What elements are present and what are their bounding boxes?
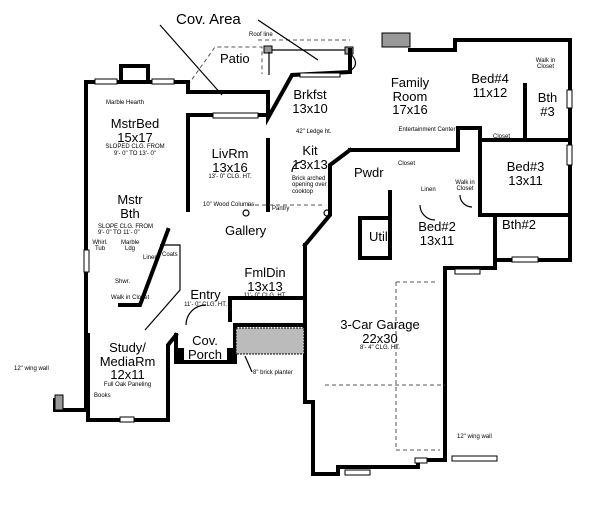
room-name: LivRm bbox=[211, 146, 249, 161]
room-name: MediaRm bbox=[99, 353, 156, 369]
books-label: Books bbox=[94, 393, 111, 399]
room-name: 3-Car Garage bbox=[340, 317, 420, 332]
room-bed2: Bed#2 13x11 bbox=[412, 220, 462, 247]
room-size: 13x16 bbox=[212, 159, 248, 175]
wing-wall-left-label: 12" wing wall bbox=[14, 366, 49, 372]
room-size: 13x13 bbox=[247, 278, 283, 294]
room-name: Family bbox=[390, 75, 430, 90]
room-name: Bed#4 bbox=[471, 71, 509, 86]
room-name: Room bbox=[392, 88, 428, 104]
room-name: Mstr bbox=[117, 192, 143, 207]
wing-wall-right-label: 12" wing wall bbox=[457, 434, 492, 440]
room-liv-rm: LivRm 13x16 13'- 0" CLG. HT. bbox=[195, 147, 265, 181]
ledge-label: 42" Ledge ht. bbox=[296, 129, 332, 135]
room-name: MstrBed bbox=[110, 116, 160, 131]
room-note: Full Oak Paneling bbox=[103, 381, 152, 388]
wood-columns-label: 10" Wood Columns bbox=[203, 202, 255, 208]
room-bth3: Bth #3 bbox=[530, 91, 565, 118]
room-name: Brkfst bbox=[293, 87, 327, 102]
closet-label: Closet bbox=[493, 134, 511, 140]
walk-in-closet-label: Walk in Closet bbox=[455, 180, 475, 193]
kit-note-line: cooktop bbox=[292, 188, 314, 195]
linen-label: Linen bbox=[421, 187, 436, 193]
room-size: 15x17 bbox=[117, 129, 153, 145]
room-size: 13x13 bbox=[292, 156, 328, 172]
master-fireplace bbox=[119, 64, 150, 84]
room-note: 11'- 0" CLG. HT. bbox=[243, 293, 287, 300]
marble-ledge-label: Marble Ldg bbox=[121, 240, 140, 253]
porch-column bbox=[176, 348, 184, 362]
kit-note-line: opening over bbox=[292, 182, 327, 189]
family-fireplace bbox=[381, 32, 411, 48]
room-name: Bed#3 bbox=[506, 159, 545, 174]
room-size: 13x11 bbox=[419, 232, 455, 248]
room-family-room: Family Room 17x16 bbox=[375, 76, 445, 117]
door-swings bbox=[185, 161, 473, 326]
kit-note: Brick arched opening over cooktop bbox=[292, 176, 327, 195]
room-note: SLOPED CLG. FROM bbox=[105, 144, 165, 151]
util-label: Util bbox=[369, 229, 388, 244]
room-name: Bed#2 bbox=[418, 219, 456, 234]
room-note: 8'- 4" CLG. HT. bbox=[360, 345, 400, 352]
pwdr-label: Pwdr bbox=[354, 165, 384, 180]
kit-note-line: Brick arched bbox=[292, 176, 326, 182]
walk-in-closet-label: Walk in Closet bbox=[535, 58, 556, 71]
whirlpool-tub-label: Whirl. Tub bbox=[92, 240, 108, 253]
room-bed3: Bed#3 13x11 bbox=[498, 160, 553, 187]
mstr-bth-note: SLOPE CLG. FROM 9'- 0" TO 11'- 0" bbox=[98, 224, 153, 237]
room-garage: 3-Car Garage 22x30 8'- 4" CLG. HT. bbox=[330, 318, 430, 352]
patio-label: Patio bbox=[220, 51, 250, 66]
shwr-label: Shwr. bbox=[115, 279, 131, 285]
walk-in-closet-label: Walk in Closet bbox=[111, 295, 150, 301]
room-size: 13x10 bbox=[292, 100, 328, 116]
room-size: 12x11 bbox=[110, 367, 145, 383]
note-line: 9'- 0" TO 11'- 0" bbox=[98, 230, 140, 237]
entertainment-center-label: Entertainment Center bbox=[398, 127, 456, 133]
room-cov-porch: Cov. Porch bbox=[185, 334, 225, 361]
room-size: 11x12 bbox=[472, 84, 508, 100]
room-name: Cov. bbox=[192, 333, 218, 348]
room-kit: Kit 13x13 bbox=[290, 144, 330, 171]
room-note: 13'- 0" CLG. HT. bbox=[208, 174, 252, 181]
room-note: 11'- 0" CLG. HT. bbox=[184, 301, 227, 308]
room-size: 22x30 bbox=[362, 330, 398, 346]
room-size: 13x11 bbox=[508, 172, 543, 188]
room-name: Bth bbox=[120, 205, 140, 221]
brick-planter bbox=[235, 327, 305, 355]
roof-line-label: Roof line bbox=[249, 32, 273, 38]
room-size: 17x16 bbox=[392, 102, 428, 118]
room-bed4: Bed#4 11x12 bbox=[465, 72, 515, 99]
room-study: Study/ MediaRm 12x11 Full Oak Paneling bbox=[95, 341, 160, 388]
room-name: Bth bbox=[537, 90, 558, 105]
marble-hearth-label: Marble Hearth bbox=[106, 100, 145, 106]
room-name: Study/ bbox=[109, 340, 146, 355]
porch-column bbox=[227, 348, 235, 362]
bth2-label: Bth#2 bbox=[502, 217, 536, 232]
coats-label: Coats bbox=[162, 252, 178, 258]
room-name: FmlDin bbox=[244, 265, 286, 280]
brick-planter-label: 8" brick planter bbox=[253, 370, 293, 376]
closet-label: Closet bbox=[398, 161, 416, 167]
room-note: 9'- 0" TO 13'- 0" bbox=[113, 150, 156, 157]
room-mstr-bth: Mstr Bth bbox=[110, 193, 150, 220]
gallery-label: Gallery bbox=[225, 223, 267, 238]
room-name: Entry bbox=[190, 287, 221, 302]
linen-label: Linen bbox=[143, 255, 158, 261]
room-fml-din: FmlDin 13x13 11'- 0" CLG. HT. bbox=[240, 266, 290, 300]
room-entry: Entry 11'- 0" CLG. HT. bbox=[183, 288, 228, 308]
room-mstr-bed: MstrBed 15x17 SLOPED CLG. FROM 9'- 0" TO… bbox=[95, 117, 175, 157]
room-name: #3 bbox=[540, 103, 555, 119]
cov-area-label: Cov. Area bbox=[176, 11, 241, 28]
windows bbox=[54, 72, 573, 476]
room-brkfst: Brkfst 13x10 bbox=[285, 88, 335, 115]
note-line: SLOPE CLG. FROM bbox=[98, 224, 154, 230]
room-name: Porch bbox=[188, 346, 222, 362]
room-name: Kit bbox=[302, 143, 318, 158]
pantry-label: Pantry bbox=[272, 206, 290, 212]
